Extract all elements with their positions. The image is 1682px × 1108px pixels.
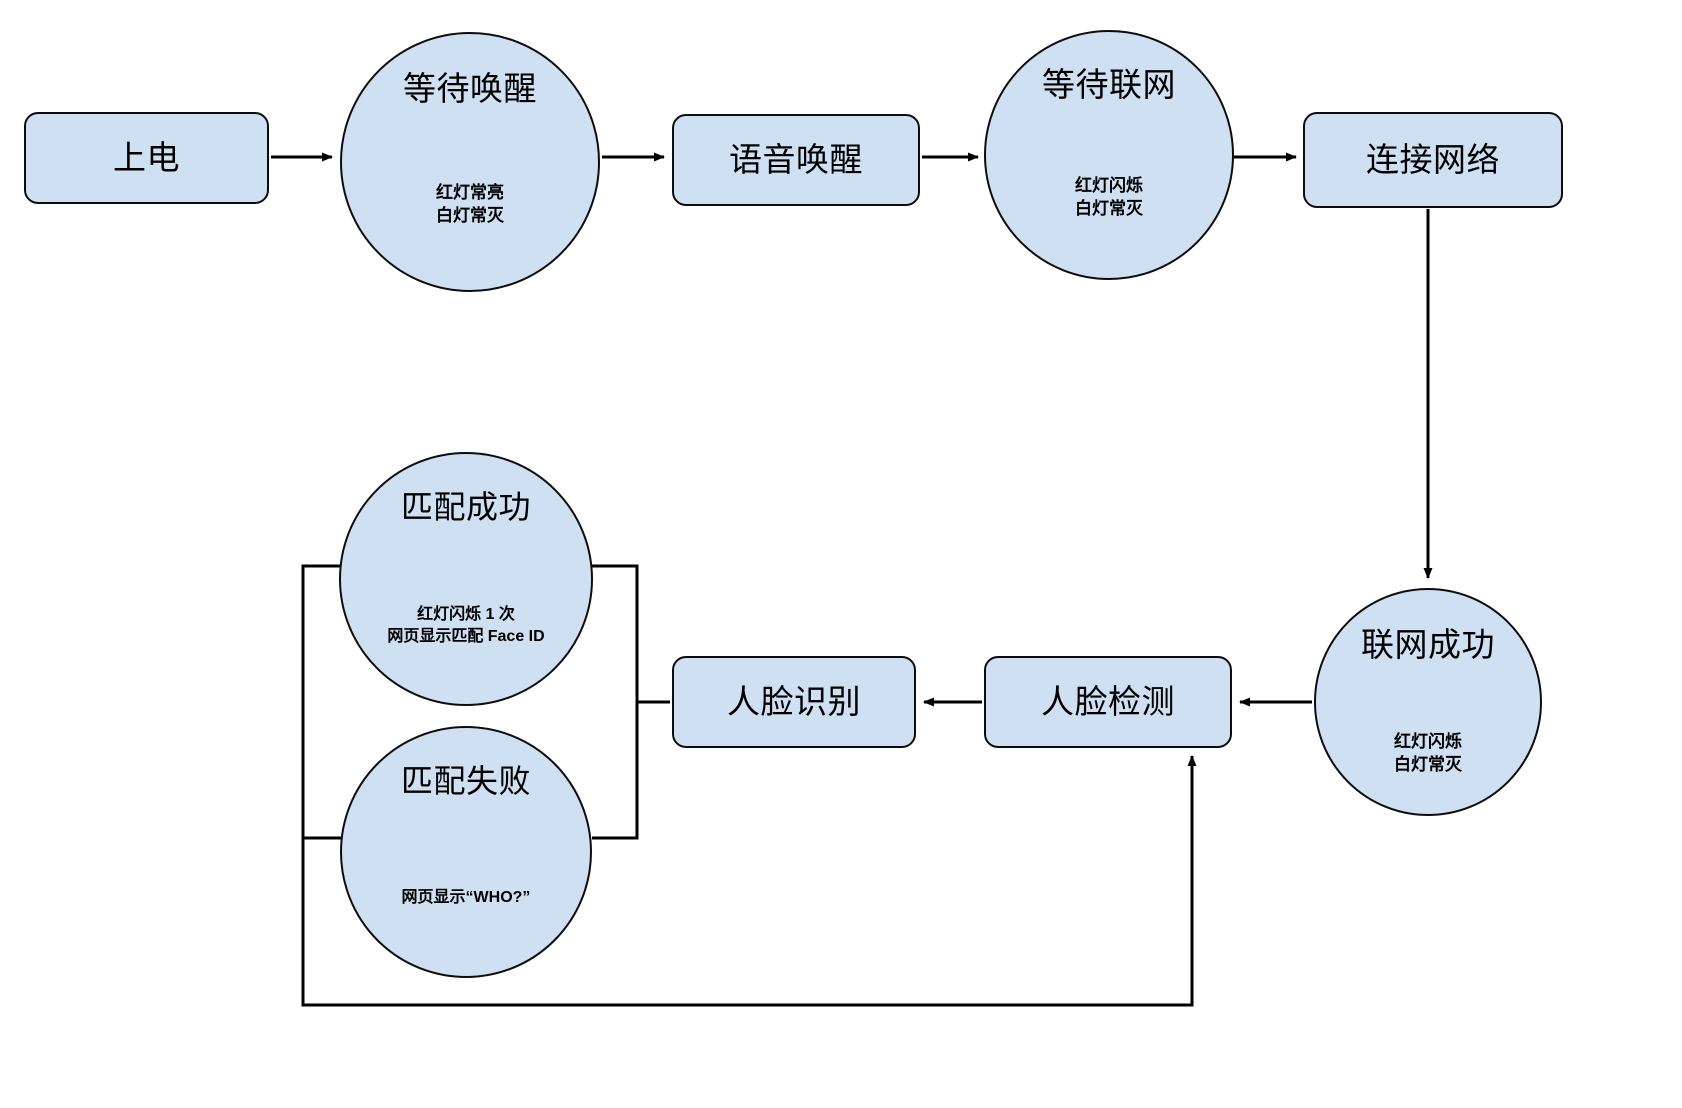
node-face-recognize-title: 人脸识别 xyxy=(727,683,861,721)
node-wait-wake-subtext: 红灯常亮 白灯常灭 xyxy=(436,183,504,226)
node-face-recognize[interactable]: 人脸识别 xyxy=(672,656,916,748)
node-wait-wake-title: 等待唤醒 xyxy=(403,69,537,107)
node-wait-wake[interactable]: 等待唤醒 红灯常亮 白灯常灭 xyxy=(340,32,600,292)
node-face-detect-title: 人脸检测 xyxy=(1041,683,1175,721)
node-connect-network-title: 连接网络 xyxy=(1366,141,1500,179)
node-voice-wake-title: 语音唤醒 xyxy=(729,141,863,179)
node-voice-wake[interactable]: 语音唤醒 xyxy=(672,114,920,206)
node-network-success-subtext: 红灯闪烁 白灯常灭 xyxy=(1394,732,1462,775)
node-network-success-title: 联网成功 xyxy=(1361,625,1495,663)
node-wait-network-title: 等待联网 xyxy=(1042,66,1176,104)
node-power-title: 上电 xyxy=(113,139,180,177)
node-face-detect[interactable]: 人脸检测 xyxy=(984,656,1232,748)
node-match-success-subtext: 红灯闪烁 1 次 网页显示匹配 Face ID xyxy=(387,606,545,645)
node-match-fail-title: 匹配失败 xyxy=(400,762,531,799)
node-match-success-title: 匹配成功 xyxy=(400,489,531,525)
node-connect-network[interactable]: 连接网络 xyxy=(1303,112,1563,208)
node-power[interactable]: 上电 xyxy=(24,112,269,204)
node-network-success[interactable]: 联网成功 红灯闪烁 白灯常灭 xyxy=(1314,588,1542,816)
node-match-fail[interactable]: 匹配失败 网页显示“WHO?” xyxy=(340,726,592,978)
node-match-fail-subtext: 网页显示“WHO?” xyxy=(401,888,531,906)
node-wait-network-subtext: 红灯闪烁 白灯常灭 xyxy=(1075,175,1143,218)
node-wait-network[interactable]: 等待联网 红灯闪烁 白灯常灭 xyxy=(984,30,1234,280)
node-match-success[interactable]: 匹配成功 红灯闪烁 1 次 网页显示匹配 Face ID xyxy=(339,452,593,706)
